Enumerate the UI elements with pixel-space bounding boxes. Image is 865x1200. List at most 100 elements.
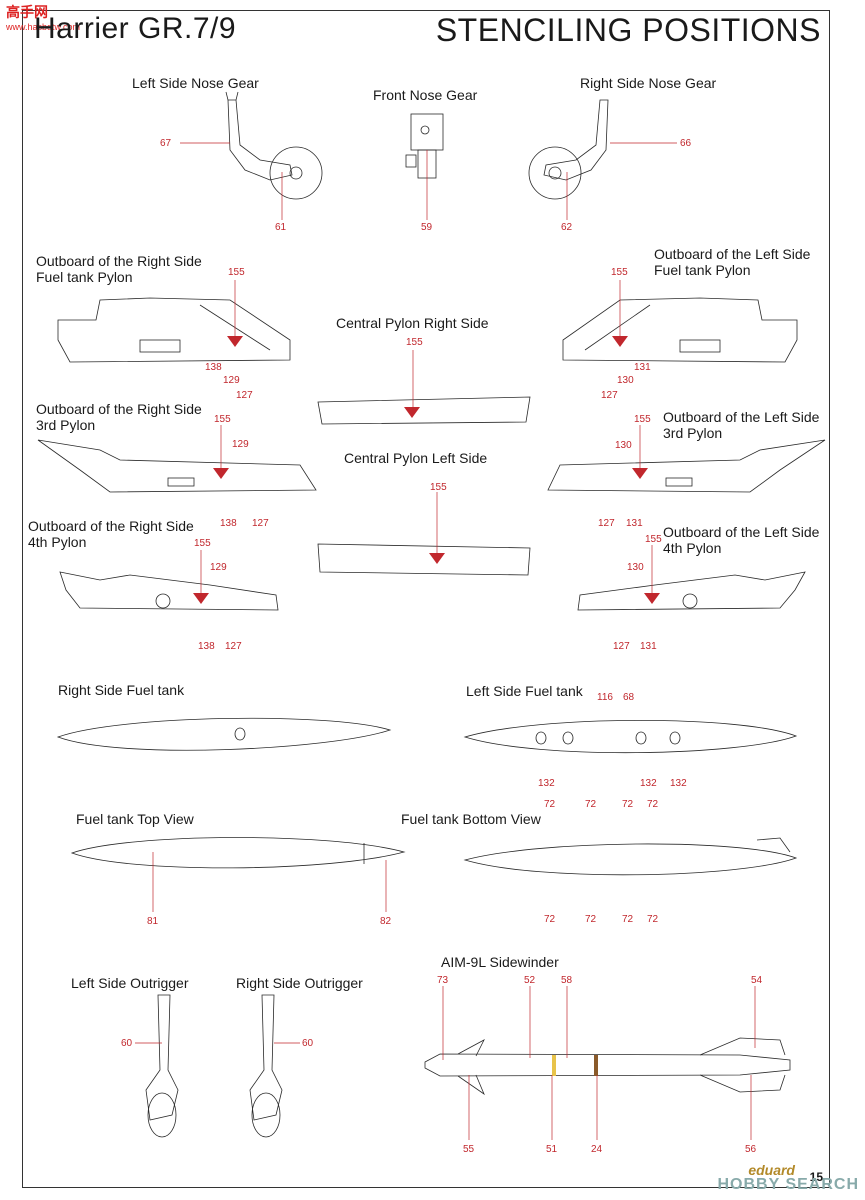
label-sidewinder: AIM-9L Sidewinder (441, 954, 559, 970)
left-fuel-tank-drawing (463, 719, 798, 754)
callout-61: 61 (275, 222, 287, 233)
callout-131: 131 (640, 641, 657, 652)
callout-55: 55 (463, 1144, 475, 1155)
central-pylon-left-drawing (317, 543, 531, 576)
outboard-left-4th-pylon-drawing (577, 571, 806, 611)
callout-56: 56 (745, 1144, 757, 1155)
page-number: 15 (809, 1170, 823, 1184)
callout-leaders (135, 142, 756, 1140)
callout-155: 155 (228, 267, 245, 278)
callout-155: 155 (430, 482, 447, 493)
callout-67: 67 (160, 138, 172, 149)
callout-155: 155 (634, 414, 651, 425)
label-central-pylon-right: Central Pylon Right Side (336, 315, 489, 331)
left-outrigger-drawing (145, 994, 179, 1138)
label-fuel-tank-top: Fuel tank Top View (76, 811, 194, 827)
brand-logo: eduard (748, 1162, 795, 1178)
callout-59: 59 (421, 222, 433, 233)
callout-numbers: 67 61 59 66 62 155 138 129 127 155 127 1… (121, 138, 763, 1155)
label-central-pylon-left: Central Pylon Left Side (344, 450, 488, 466)
callout-72: 72 (622, 799, 634, 810)
label-fuel-tank-bottom: Fuel tank Bottom View (401, 811, 541, 827)
callout-129: 129 (223, 375, 240, 386)
label-right-outrigger: Right Side Outrigger (236, 975, 363, 991)
callout-127: 127 (598, 518, 615, 529)
outboard-left-3rd-pylon-drawing (547, 439, 826, 493)
callout-68: 68 (623, 692, 635, 703)
label-right-nose-gear: Right Side Nose Gear (580, 75, 717, 91)
callout-72: 72 (544, 914, 556, 925)
page-title-right: STENCILING POSITIONS (435, 12, 821, 48)
callout-82: 82 (380, 916, 392, 927)
right-nose-gear-drawing (528, 99, 609, 200)
callout-129: 129 (210, 562, 227, 573)
callout-131: 131 (626, 518, 643, 529)
callout-81: 81 (147, 916, 159, 927)
label-left-nose-gear: Left Side Nose Gear (132, 75, 259, 91)
fuel-tank-bottom-view-drawing (463, 837, 798, 876)
callout-72: 72 (585, 799, 597, 810)
fuel-tank-top-view-drawing (70, 837, 406, 869)
callout-72: 72 (647, 799, 659, 810)
callout-72: 72 (585, 914, 597, 925)
callout-130: 130 (615, 440, 632, 451)
callout-132: 132 (538, 778, 555, 789)
callout-72: 72 (622, 914, 634, 925)
left-nose-gear-drawing (225, 91, 323, 200)
outboard-right-fuel-pylon-drawing (57, 297, 291, 363)
callout-155: 155 (611, 267, 628, 278)
label-left-outrigger: Left Side Outrigger (71, 975, 189, 991)
callout-52: 52 (524, 975, 536, 986)
callout-131: 131 (634, 362, 651, 373)
callout-51: 51 (546, 1144, 558, 1155)
callout-129: 129 (232, 439, 249, 450)
callout-72: 72 (544, 799, 556, 810)
callout-60: 60 (121, 1038, 133, 1049)
page-title-left: Harrier GR.7/9 (34, 12, 237, 45)
callout-66: 66 (680, 138, 692, 149)
callout-54: 54 (751, 975, 763, 986)
callout-155: 155 (194, 538, 211, 549)
callout-155: 155 (645, 534, 662, 545)
right-fuel-tank-drawing (56, 717, 392, 751)
label-front-nose-gear: Front Nose Gear (373, 87, 478, 103)
callout-24: 24 (591, 1144, 603, 1155)
callout-127: 127 (252, 518, 269, 529)
sidewinder-drawing (424, 1037, 791, 1096)
callout-58: 58 (561, 975, 573, 986)
callout-132: 132 (640, 778, 657, 789)
callout-73: 73 (437, 975, 449, 986)
callout-130: 130 (617, 375, 634, 386)
callout-62: 62 (561, 222, 573, 233)
label-left-fuel-tank: Left Side Fuel tank (466, 683, 583, 699)
callout-155: 155 (406, 337, 423, 348)
label-right-fuel-tank: Right Side Fuel tank (58, 682, 185, 698)
callout-138: 138 (205, 362, 222, 373)
callout-130: 130 (627, 562, 644, 573)
callout-60: 60 (302, 1038, 314, 1049)
callout-138: 138 (220, 518, 237, 529)
callout-127: 127 (613, 641, 630, 652)
stencil-markers (193, 336, 660, 604)
callout-132: 132 (670, 778, 687, 789)
callout-155: 155 (214, 414, 231, 425)
callout-138: 138 (198, 641, 215, 652)
callout-127: 127 (225, 641, 242, 652)
callout-116: 116 (597, 692, 613, 703)
drawing-sheet (22, 10, 830, 1188)
callout-72: 72 (647, 914, 659, 925)
watermark-top: 高手网 www.hasbdtw.com (6, 4, 81, 32)
outboard-left-fuel-pylon-drawing (562, 297, 798, 363)
callout-127: 127 (236, 390, 253, 401)
outboard-right-3rd-pylon-drawing (37, 439, 317, 493)
right-outrigger-drawing (249, 994, 283, 1138)
front-nose-gear-drawing (405, 113, 444, 179)
central-pylon-right-drawing (317, 396, 531, 425)
